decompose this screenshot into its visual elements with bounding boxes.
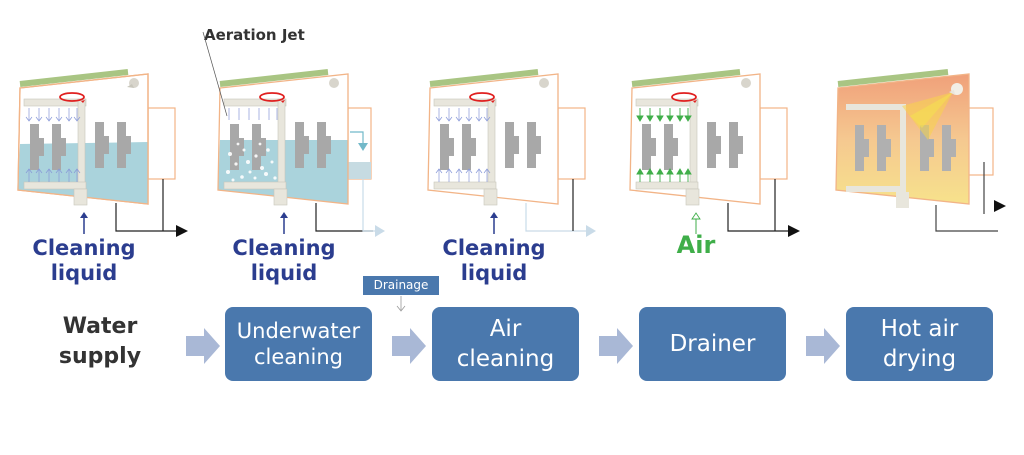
- tank3-input-label: Cleaning liquid: [429, 236, 559, 286]
- water-supply-line2: supply: [58, 344, 142, 369]
- label-line2: liquid: [50, 261, 118, 285]
- flow-arrow-2: [392, 328, 426, 364]
- tank-3: [427, 69, 596, 237]
- tank-2: [202, 31, 385, 237]
- tank-5: [835, 69, 1006, 232]
- aeration-jet-label: Aeration Jet: [204, 26, 305, 44]
- flow-arrow-3: [599, 328, 633, 364]
- label-line2: liquid: [460, 261, 528, 285]
- tank-diagram-underwater: [17, 31, 1006, 237]
- step-line1: Air: [489, 316, 522, 342]
- tank2-input-label: Cleaning liquid: [219, 236, 349, 286]
- tank-1: [17, 69, 188, 237]
- step-line1: Underwater: [236, 319, 361, 343]
- flow-arrow-4: [806, 328, 840, 364]
- water-supply-label: Water supply: [40, 312, 160, 372]
- flow-arrow-1: [186, 328, 220, 364]
- step-line1: Hot air: [880, 316, 959, 342]
- label-line1: Cleaning: [442, 236, 546, 260]
- drainage-arrow-icon: [396, 296, 406, 312]
- step-line1: Drainer: [669, 331, 756, 357]
- tank1-input-label: Cleaning liquid: [19, 236, 149, 286]
- step-line2: cleaning: [456, 346, 555, 372]
- label-line1: Cleaning: [32, 236, 136, 260]
- label-line1: Cleaning: [232, 236, 336, 260]
- label-line2: liquid: [250, 261, 318, 285]
- tank4-input-label: Air: [676, 231, 716, 259]
- step-air-cleaning: Air cleaning: [432, 307, 579, 381]
- tank-4: [629, 69, 800, 237]
- step-hot-air-drying: Hot air drying: [846, 307, 993, 381]
- step-line2: drying: [882, 346, 957, 372]
- water-supply-line1: Water: [62, 314, 138, 339]
- step-drainer: Drainer: [639, 307, 786, 381]
- step-line2: cleaning: [254, 345, 343, 369]
- drainage-tag: Drainage: [363, 276, 439, 295]
